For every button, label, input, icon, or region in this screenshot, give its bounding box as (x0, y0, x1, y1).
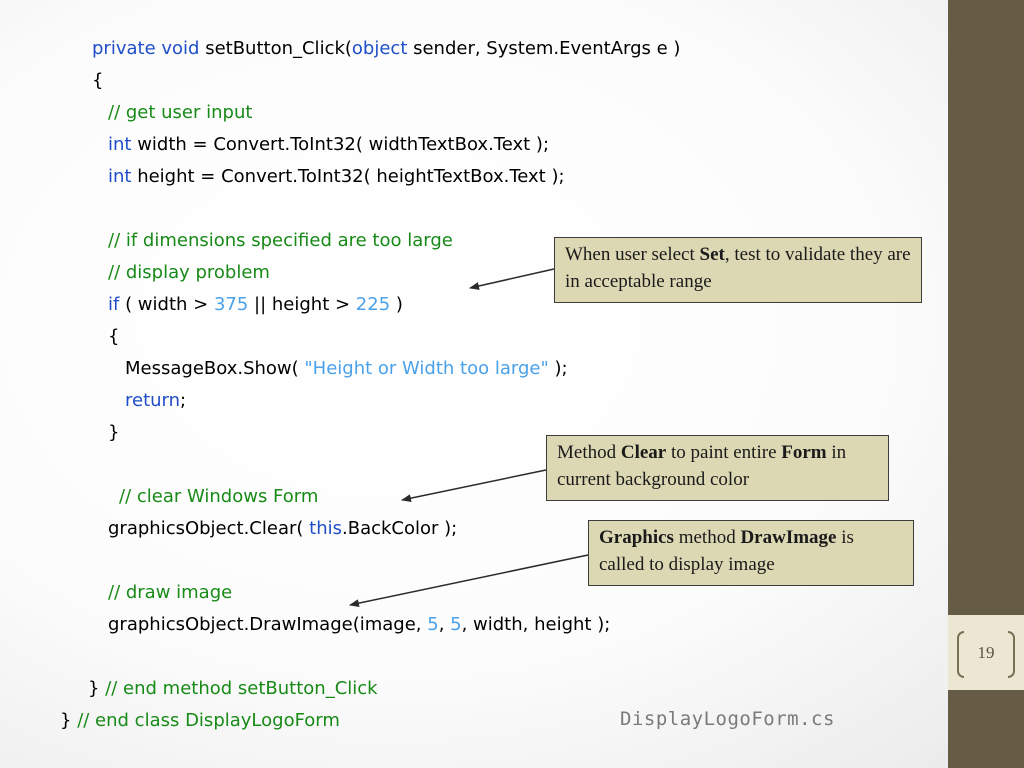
code-line: } // end method setButton_Click (0, 673, 680, 705)
code-line: graphicsObject.DrawImage(image, 5, 5, wi… (0, 609, 680, 641)
callout-text: in current background color (557, 442, 847, 490)
code-line: // draw image (0, 577, 680, 609)
code-token: MessageBox.Show( (125, 358, 305, 379)
callout-clear-method: Method Clear to paint entire Form in cur… (546, 435, 889, 501)
code-token: } (88, 678, 106, 699)
code-line: { (0, 321, 680, 353)
code-token: 5 (427, 614, 439, 635)
code-token: width = Convert.ToInt32( widthTextBox.Te… (131, 134, 550, 155)
code-line: // display problem (0, 257, 680, 289)
code-token: // clear Windows Form (119, 486, 319, 507)
code-token: 225 (355, 294, 391, 315)
code-line: // get user input (0, 97, 680, 129)
code-line: // clear Windows Form (0, 481, 680, 513)
callout-bold-text: Form (781, 442, 827, 463)
code-token: // display problem (108, 262, 270, 283)
code-line: private void setButton_Click(object send… (0, 33, 680, 65)
code-line: } // end class DisplayLogoForm (0, 705, 680, 737)
code-token: int (108, 166, 132, 187)
code-line: int height = Convert.ToInt32( heightText… (0, 161, 680, 193)
code-token: ); (548, 358, 568, 379)
code-token: // get user input (108, 102, 253, 123)
code-token: } (108, 422, 120, 443)
code-token: } (60, 710, 78, 731)
code-token: sender, System.EventArgs e ) (407, 38, 681, 59)
code-line: // if dimensions specified are too large (0, 225, 680, 257)
code-token: , width, height ); (461, 614, 611, 635)
code-line: { (0, 65, 680, 97)
code-token: if (108, 294, 120, 315)
callout-bold-text: Graphics (599, 527, 674, 548)
left-bracket-ornament (957, 631, 964, 678)
code-token: ( width > (119, 294, 214, 315)
callout-text: , test to validate they are in acceptabl… (565, 244, 911, 292)
code-token: , (438, 614, 451, 635)
callout-text: is called to display image (599, 527, 854, 575)
page-number-box: 19 (948, 615, 1024, 690)
code-token: ; (180, 390, 187, 411)
code-token: 375 (213, 294, 249, 315)
code-token: 5 (450, 614, 462, 635)
code-token: ) (390, 294, 403, 315)
code-token: { (92, 70, 104, 91)
code-token: height = Convert.ToInt32( heightTextBox.… (131, 166, 565, 187)
callout-bold-text: Set (699, 244, 725, 265)
callout-bold-text: DrawImage (740, 527, 837, 548)
code-token: .BackColor ); (342, 518, 458, 539)
file-name-label: DisplayLogoForm.cs (620, 708, 835, 730)
code-token: setButton_Click( (199, 38, 352, 59)
callout-text: method (673, 527, 741, 548)
code-token: // end class DisplayLogoForm (77, 710, 340, 731)
code-token: this (309, 518, 342, 539)
code-line: MessageBox.Show( "Height or Width too la… (0, 353, 680, 385)
code-token: // if dimensions specified are too large (108, 230, 453, 251)
code-line (0, 545, 680, 577)
callout-text: Method (557, 442, 621, 463)
code-token: // draw image (108, 582, 233, 603)
code-listing: private void setButton_Click(object send… (0, 33, 680, 737)
code-token: // end method setButton_Click (105, 678, 378, 699)
code-token: object (351, 38, 408, 59)
code-token: return (125, 390, 181, 411)
code-line (0, 193, 680, 225)
code-line: if ( width > 375 || height > 225 ) (0, 289, 680, 321)
page-number: 19 (977, 643, 995, 662)
callout-text: When user select (565, 244, 700, 265)
code-line: int width = Convert.ToInt32( widthTextBo… (0, 129, 680, 161)
code-token: "Height or Width too large" (304, 358, 549, 379)
code-token: { (108, 326, 120, 347)
code-token: int (108, 134, 132, 155)
code-line: graphicsObject.Clear( this.BackColor ); (0, 513, 680, 545)
right-bracket-ornament (1008, 631, 1015, 678)
code-line: } (0, 417, 680, 449)
callout-bold-text: Clear (620, 442, 667, 463)
callout-text: to paint entire (666, 442, 782, 463)
code-token: || height > (248, 294, 356, 315)
callout-set-validation: When user select Set, test to validate t… (554, 237, 922, 303)
code-token: graphicsObject.Clear( (108, 518, 310, 539)
code-token: private void (92, 38, 200, 59)
callout-drawimage-method: Graphics method DrawImage is called to d… (588, 520, 914, 586)
code-line: return; (0, 385, 680, 417)
code-token: graphicsObject.DrawImage(image, (108, 614, 428, 635)
code-line (0, 641, 680, 673)
